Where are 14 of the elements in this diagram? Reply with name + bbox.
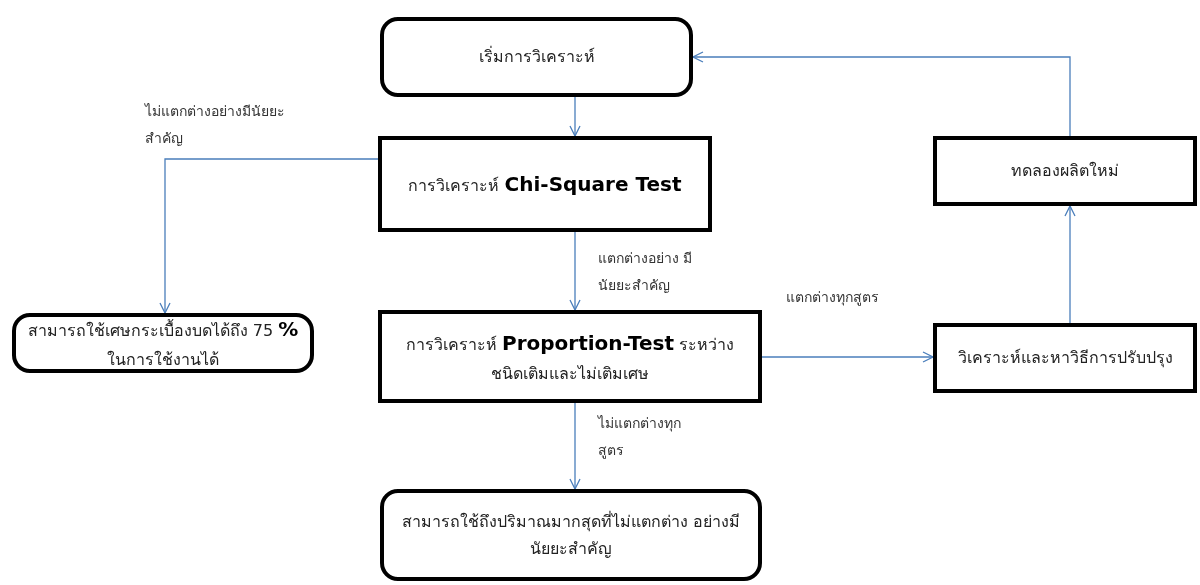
process-box: ทดลองผลิตใหม่ (933, 136, 1197, 206)
arrow (569, 96, 581, 137)
arrow (569, 231, 581, 311)
process-box: การวิเคราะห์ Chi-Square Test (378, 136, 712, 232)
arrow (1064, 205, 1076, 324)
start-box: เริ่มการวิเคราะห์ (380, 17, 693, 97)
arrow (761, 351, 934, 363)
process-box: การวิเคราะห์ Proportion-Test ระหว่าง ชนิดเติมและไม่เติมเศษ (378, 310, 762, 403)
arrow (569, 402, 581, 490)
result-box: สามารถใช้เศษกระเบื้องบดได้ถึง 75 % ในการใช้งานได้ (12, 313, 314, 373)
result-box: สามารถใช้ถึงปริมาณมากสุดที่ไม่แตกต่าง อย่างมีนัยยะสำคัญ (380, 489, 762, 581)
arrow (159, 158, 379, 314)
arrow (692, 51, 1071, 137)
process-box: วิเคราะห์และหาวิธีการปรับปรุง (933, 323, 1197, 393)
